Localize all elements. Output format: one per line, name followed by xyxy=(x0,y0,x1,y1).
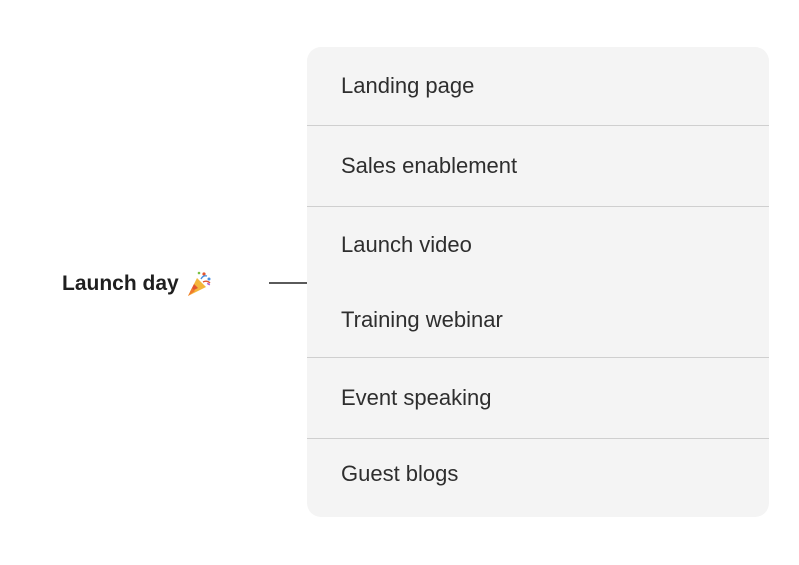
list-item-label: Sales enablement xyxy=(341,153,518,178)
list-divider xyxy=(307,206,769,207)
list-divider xyxy=(307,125,769,126)
list-divider xyxy=(307,357,769,358)
party-popper-icon xyxy=(185,270,213,298)
list-item-training-webinar: Training webinar xyxy=(307,283,769,357)
list-item-event-speaking: Event speaking xyxy=(307,358,769,438)
list-item-label: Guest blogs xyxy=(341,461,459,486)
launch-day-label: Launch day xyxy=(62,270,213,298)
list-item-landing-page: Landing page xyxy=(307,47,769,125)
list-item-label: Training webinar xyxy=(341,307,503,332)
list-item-label: Launch video xyxy=(341,231,472,257)
list-item-guest-blogs: Guest blogs xyxy=(307,439,769,509)
list-item-label: Event speaking xyxy=(341,385,492,410)
list-divider xyxy=(307,438,769,439)
list-item-label: Landing page xyxy=(341,73,475,98)
launch-day-text: Launch day xyxy=(62,272,179,295)
list-item-sales-enablement: Sales enablement xyxy=(307,126,769,206)
list-item-launch-video: Launch video xyxy=(307,207,769,282)
deliverables-panel: Landing page Sales enablement Launch vid… xyxy=(307,47,769,517)
